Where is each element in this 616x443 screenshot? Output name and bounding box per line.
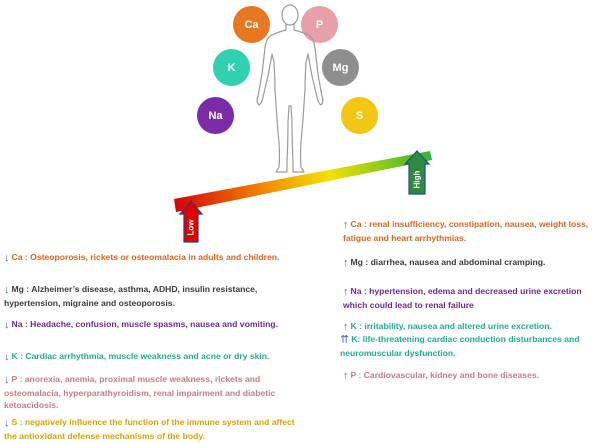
element-symbol: K	[227, 61, 236, 74]
effect-text: hypertension, edema and decreased urine …	[343, 286, 582, 310]
low-effect-k: ↓K : Cardiac arrhythmia, muscle weakness…	[4, 351, 270, 363]
effect-text: negatively influence the function of the…	[4, 417, 295, 441]
effect-text: diarrhea, nausea and abdominal cramping.	[370, 257, 546, 267]
element-label: Ca	[350, 219, 362, 229]
element-symbol: P	[315, 18, 324, 31]
element-circle-s: S	[341, 97, 378, 134]
down-arrow-icon: ↓	[4, 252, 10, 264]
element-label: Mg	[11, 284, 24, 294]
element-label: Mg	[350, 257, 363, 267]
high-effect-p: ↑P : Cardiovascular, kidney and bone dis…	[343, 370, 540, 382]
down-arrow-icon: ↓	[4, 351, 10, 363]
effect-text: life-threatening cardiac conduction dist…	[340, 334, 580, 358]
element-label: K	[351, 334, 358, 344]
up-arrow-icon: ↑	[343, 219, 349, 231]
gradient-scale-bar	[174, 151, 432, 212]
low-effect-p: ↓P : anorexia, anemia, proximal muscle w…	[4, 374, 276, 410]
up-arrow-icon: ↑	[343, 321, 349, 333]
effect-text: Osteoporosis, rickets or osteomalacia in…	[30, 252, 280, 262]
effect-text: Alzheimer’s disease, asthma, ADHD, insul…	[4, 284, 258, 308]
element-symbol: Ca	[244, 18, 259, 31]
element-symbol: Na	[208, 109, 223, 122]
element-circle-p: P	[301, 6, 338, 43]
low-effect-ca: ↓Ca : Osteoporosis, rickets or osteomala…	[4, 252, 280, 264]
down-arrow-icon: ↓	[4, 319, 10, 331]
high-effect-mg: ↑Mg : diarrhea, nausea and abdominal cra…	[343, 257, 546, 269]
element-label: S	[11, 417, 18, 427]
high-tag-label: High	[412, 170, 422, 189]
low-tag	[178, 200, 204, 243]
down-arrow-icon: ↓	[4, 374, 10, 386]
effect-text: Cardiac arrhythmia, muscle weakness and …	[25, 351, 270, 361]
element-circle-k: K	[213, 49, 250, 86]
element-label: P	[11, 374, 18, 384]
element-circle-mg: Mg	[322, 49, 359, 86]
low-tag-label: Low	[186, 219, 196, 236]
low-effect-na: ↓Na : Headache, confusion, muscle spasms…	[4, 319, 278, 331]
effect-text: renal insufficiency, constipation, nause…	[343, 219, 589, 243]
up-arrow-icon: ↑	[343, 257, 349, 269]
human-body-figure	[256, 4, 324, 173]
down-arrow-icon: ↓	[4, 417, 10, 429]
element-label: Na	[11, 319, 23, 329]
element-label: Ca	[11, 252, 23, 262]
double-up-arrow-icon: ⇈	[340, 334, 350, 346]
effect-text: Cardiovascular, kidney and bone diseases…	[363, 370, 540, 380]
element-circle-ca: Ca	[233, 6, 270, 43]
element-circle-na: Na	[197, 97, 234, 134]
high-effect-na: ↑Na : hypertension, edema and decreased …	[343, 286, 582, 310]
high-effect-k-1: ↑K : irritability, nausea and altered ur…	[343, 321, 552, 333]
down-arrow-icon: ↓	[4, 284, 10, 296]
element-symbol: S	[355, 109, 364, 122]
element-label: Na	[350, 286, 362, 296]
effect-text: anorexia, anemia, proximal muscle weakne…	[4, 374, 276, 410]
low-effect-mg: ↓Mg : Alzheimer’s disease, asthma, ADHD,…	[4, 284, 258, 308]
effect-text: Headache, confusion, muscle spasms, naus…	[30, 319, 278, 329]
low-effect-s: ↓S : negatively influence the function o…	[4, 417, 295, 441]
element-label: P	[350, 370, 357, 380]
high-tag	[403, 150, 431, 195]
up-arrow-icon: ↑	[343, 370, 349, 382]
high-effect-k-2: ⇈K: life-threatening cardiac conduction …	[340, 334, 580, 358]
effect-text: irritability, nausea and altered urine e…	[364, 321, 552, 331]
element-label: K	[11, 351, 18, 361]
element-symbol: Mg	[332, 61, 349, 74]
element-label: K	[350, 321, 357, 331]
high-effect-ca: ↑Ca : renal insufficiency, constipation,…	[343, 219, 589, 243]
up-arrow-icon: ↑	[343, 286, 349, 298]
